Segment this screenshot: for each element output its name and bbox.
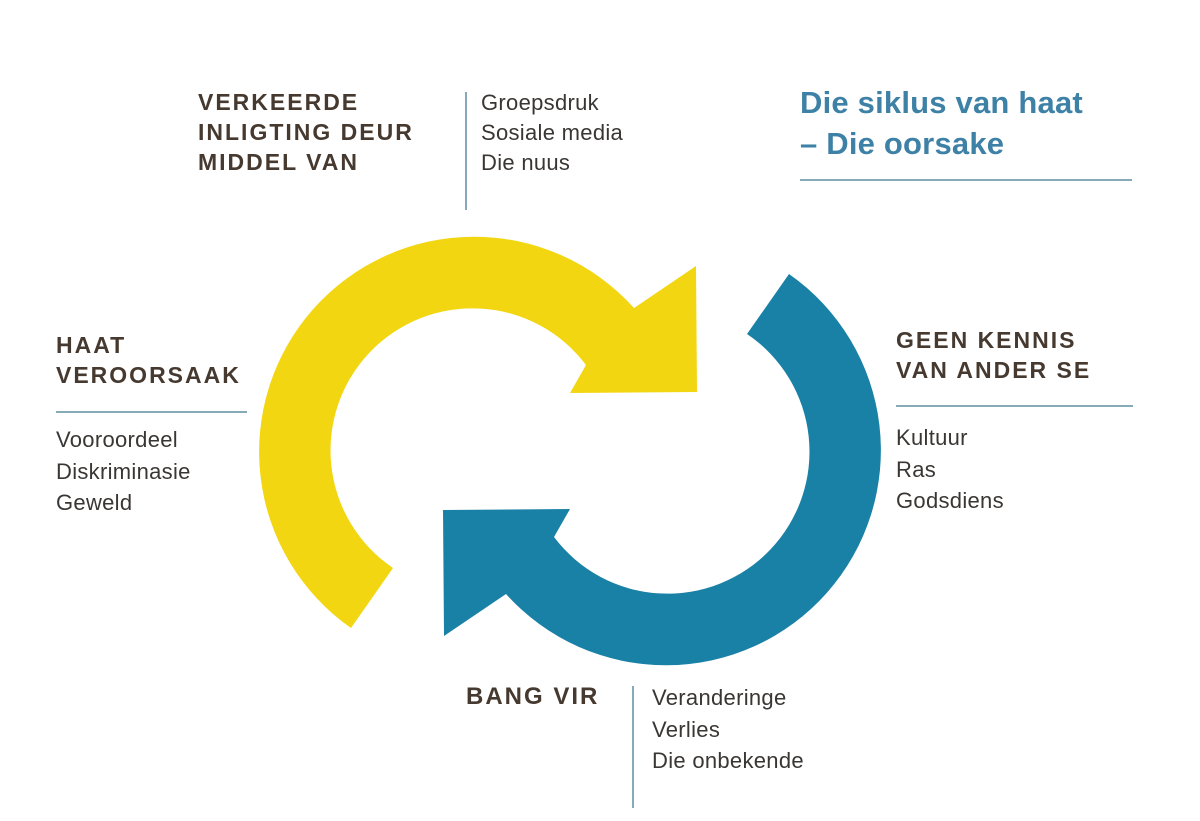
list-item: Veranderinge	[652, 685, 787, 710]
list-item: Ras	[896, 456, 937, 482]
section-fear-divider	[632, 686, 634, 808]
heading-line: VERKEERDE	[198, 89, 360, 115]
page-title-line-1: Die siklus van haat	[800, 85, 1083, 120]
list-item: Sosiale media	[481, 120, 624, 145]
heading-line: BANG VIR	[466, 683, 600, 710]
section-misinformation-list: Groepsdruk Sosiale media Die nuus	[481, 88, 623, 178]
section-fear-heading: BANG VIR	[466, 682, 599, 712]
list-item: Die nuus	[481, 150, 571, 175]
heading-line: VEROORSAAK	[56, 362, 241, 388]
page-title-line-2: – Die oorsake	[800, 126, 1005, 161]
list-item: Verlies	[652, 716, 721, 742]
list-item: Vooroordeel	[56, 427, 178, 452]
cycle-arrow-yellow	[259, 236, 697, 628]
title-underline	[800, 179, 1132, 181]
section-misinformation-heading: VERKEERDE INLIGTING DEUR MIDDEL VAN	[198, 87, 414, 177]
section-fear-list: Veranderinge Verlies Die onbekende	[652, 682, 804, 777]
section-hate-list: Vooroordeel Diskriminasie Geweld	[56, 424, 191, 519]
section-knowledge-list: Kultuur Ras Godsdiens	[896, 422, 1004, 517]
section-misinformation-divider	[465, 92, 467, 210]
heading-line: GEEN KENNIS	[896, 327, 1077, 353]
section-knowledge-divider	[896, 405, 1133, 407]
section-hate-divider	[56, 411, 247, 413]
heading-line: HAAT	[56, 332, 127, 358]
section-hate-heading: HAAT VEROORSAAK	[56, 330, 241, 390]
heading-line: INLIGTING DEUR	[198, 119, 414, 145]
list-item: Geweld	[56, 490, 133, 515]
page-title: Die siklus van haat – Die oorsake	[800, 82, 1083, 164]
list-item: Kultuur	[896, 425, 968, 450]
section-knowledge-heading: GEEN KENNIS VAN ANDER SE	[896, 325, 1091, 385]
list-item: Groepsdruk	[481, 90, 599, 115]
heading-line: VAN ANDER SE	[896, 357, 1092, 383]
heading-line: MIDDEL VAN	[198, 149, 359, 175]
cycle-arrow-blue	[443, 274, 881, 666]
list-item: Godsdiens	[896, 488, 1004, 513]
list-item: Die onbekende	[652, 748, 804, 773]
list-item: Diskriminasie	[56, 458, 191, 484]
